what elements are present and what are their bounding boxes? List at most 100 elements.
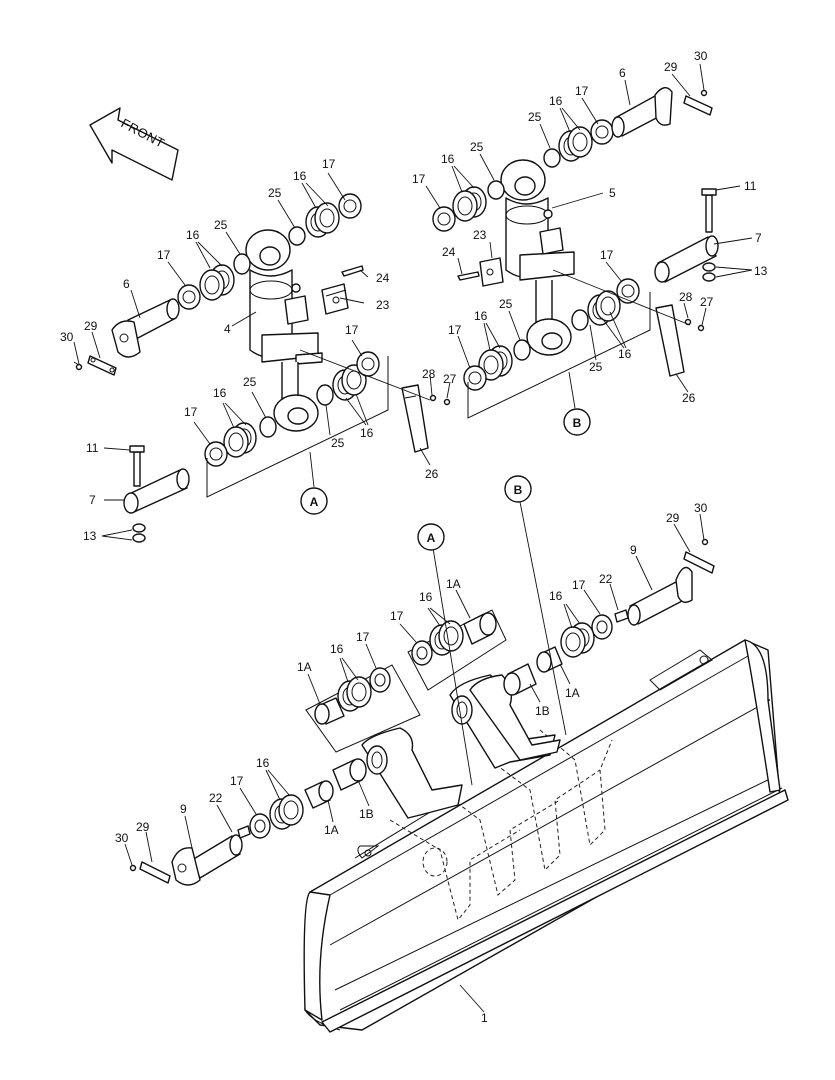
label-7: 7 <box>89 493 96 507</box>
label-16: 16 <box>474 309 488 323</box>
left-lower-washers <box>204 351 380 467</box>
bucket-pin-right <box>503 538 715 696</box>
label-6: 6 <box>123 277 130 291</box>
callout-B-label: B <box>514 483 523 497</box>
cylinder-left <box>245 229 323 432</box>
label-22: 22 <box>209 791 223 805</box>
clamp-left <box>321 265 364 315</box>
label-16: 16 <box>441 152 455 166</box>
label-30: 30 <box>115 831 129 845</box>
callout-A-label: A <box>310 495 319 509</box>
bushing-group-right <box>407 609 507 691</box>
label-16: 16 <box>360 426 374 440</box>
label-16: 16 <box>618 347 632 361</box>
label-23: 23 <box>473 228 487 242</box>
pin-7-left <box>123 445 190 543</box>
leader-lines <box>73 63 753 1013</box>
cylinder-right <box>500 159 575 356</box>
label-24: 24 <box>376 271 390 285</box>
callout-A-label: A <box>427 531 436 545</box>
hidden-ribs <box>389 729 613 922</box>
label-17: 17 <box>322 157 336 171</box>
pin-7-right <box>654 188 719 283</box>
label-26: 26 <box>682 391 696 405</box>
label-25: 25 <box>589 360 603 374</box>
clamp-right <box>457 257 504 287</box>
label-16: 16 <box>186 228 200 242</box>
label-17: 17 <box>412 172 426 186</box>
callout-B-1: B <box>563 408 591 436</box>
label-16: 16 <box>330 642 344 656</box>
label-25: 25 <box>268 186 282 200</box>
label-22: 22 <box>599 572 613 586</box>
label-17: 17 <box>356 630 370 644</box>
label-16: 16 <box>549 94 563 108</box>
callout-A-2: A <box>417 523 445 551</box>
label-17: 17 <box>157 248 171 262</box>
bracket-left <box>361 727 463 819</box>
label-1: 1 <box>481 1011 488 1025</box>
label-9: 9 <box>180 802 187 816</box>
label-11: 11 <box>744 179 757 193</box>
label-5: 5 <box>609 186 616 200</box>
label-1A: 1A <box>446 577 461 591</box>
label-23: 23 <box>376 298 390 312</box>
bucket <box>303 639 789 1033</box>
label-16: 16 <box>419 590 433 604</box>
right-lower-washers <box>463 278 640 391</box>
label-30: 30 <box>694 501 708 515</box>
label-17: 17 <box>390 609 404 623</box>
callout-B-2: B <box>504 475 532 503</box>
right-upper-washers <box>432 119 614 232</box>
label-25: 25 <box>499 297 513 311</box>
label-17: 17 <box>230 774 244 788</box>
label-25: 25 <box>214 218 228 232</box>
label-17: 17 <box>572 578 586 592</box>
part-labels: 17 16 25 25 16 17 6 4 24 23 17 29 30 25 … <box>60 49 768 1025</box>
label-28: 28 <box>422 367 436 381</box>
bucket-pin-left <box>129 758 367 886</box>
label-17: 17 <box>345 323 359 337</box>
label-25: 25 <box>243 375 257 389</box>
label-30: 30 <box>694 49 708 63</box>
label-1A: 1A <box>565 686 580 700</box>
label-1B: 1B <box>535 704 550 718</box>
lever-26-right <box>655 304 705 377</box>
label-29: 29 <box>666 511 680 525</box>
pin-6-right <box>611 87 713 138</box>
front-arrow: FRONT <box>89 107 179 181</box>
label-27: 27 <box>443 372 457 386</box>
label-1A: 1A <box>324 823 339 837</box>
lever-26-left <box>401 384 451 453</box>
label-29: 29 <box>664 60 678 74</box>
label-9: 9 <box>630 543 637 557</box>
left-upper-washers <box>177 193 362 310</box>
label-30: 30 <box>60 330 74 344</box>
label-16: 16 <box>256 756 270 770</box>
label-24: 24 <box>442 245 456 259</box>
label-26: 26 <box>425 467 439 481</box>
label-17: 17 <box>600 248 614 262</box>
label-6: 6 <box>619 66 626 80</box>
callout-A-1: A <box>300 487 328 515</box>
label-16: 16 <box>213 386 227 400</box>
label-29: 29 <box>84 319 98 333</box>
label-16: 16 <box>549 589 563 603</box>
label-17: 17 <box>184 405 198 419</box>
label-11: 11 <box>86 441 99 455</box>
group-brackets <box>206 269 691 786</box>
callout-B-label: B <box>573 416 582 430</box>
label-25: 25 <box>470 140 484 154</box>
label-13: 13 <box>83 529 97 543</box>
label-1B: 1B <box>359 807 374 821</box>
label-29: 29 <box>136 820 150 834</box>
pin-6-left <box>73 298 180 376</box>
label-17: 17 <box>575 84 589 98</box>
bushing-group-left <box>305 664 421 753</box>
label-25: 25 <box>528 110 542 124</box>
label-16: 16 <box>293 169 307 183</box>
label-4: 4 <box>224 322 231 336</box>
label-13: 13 <box>754 264 768 278</box>
